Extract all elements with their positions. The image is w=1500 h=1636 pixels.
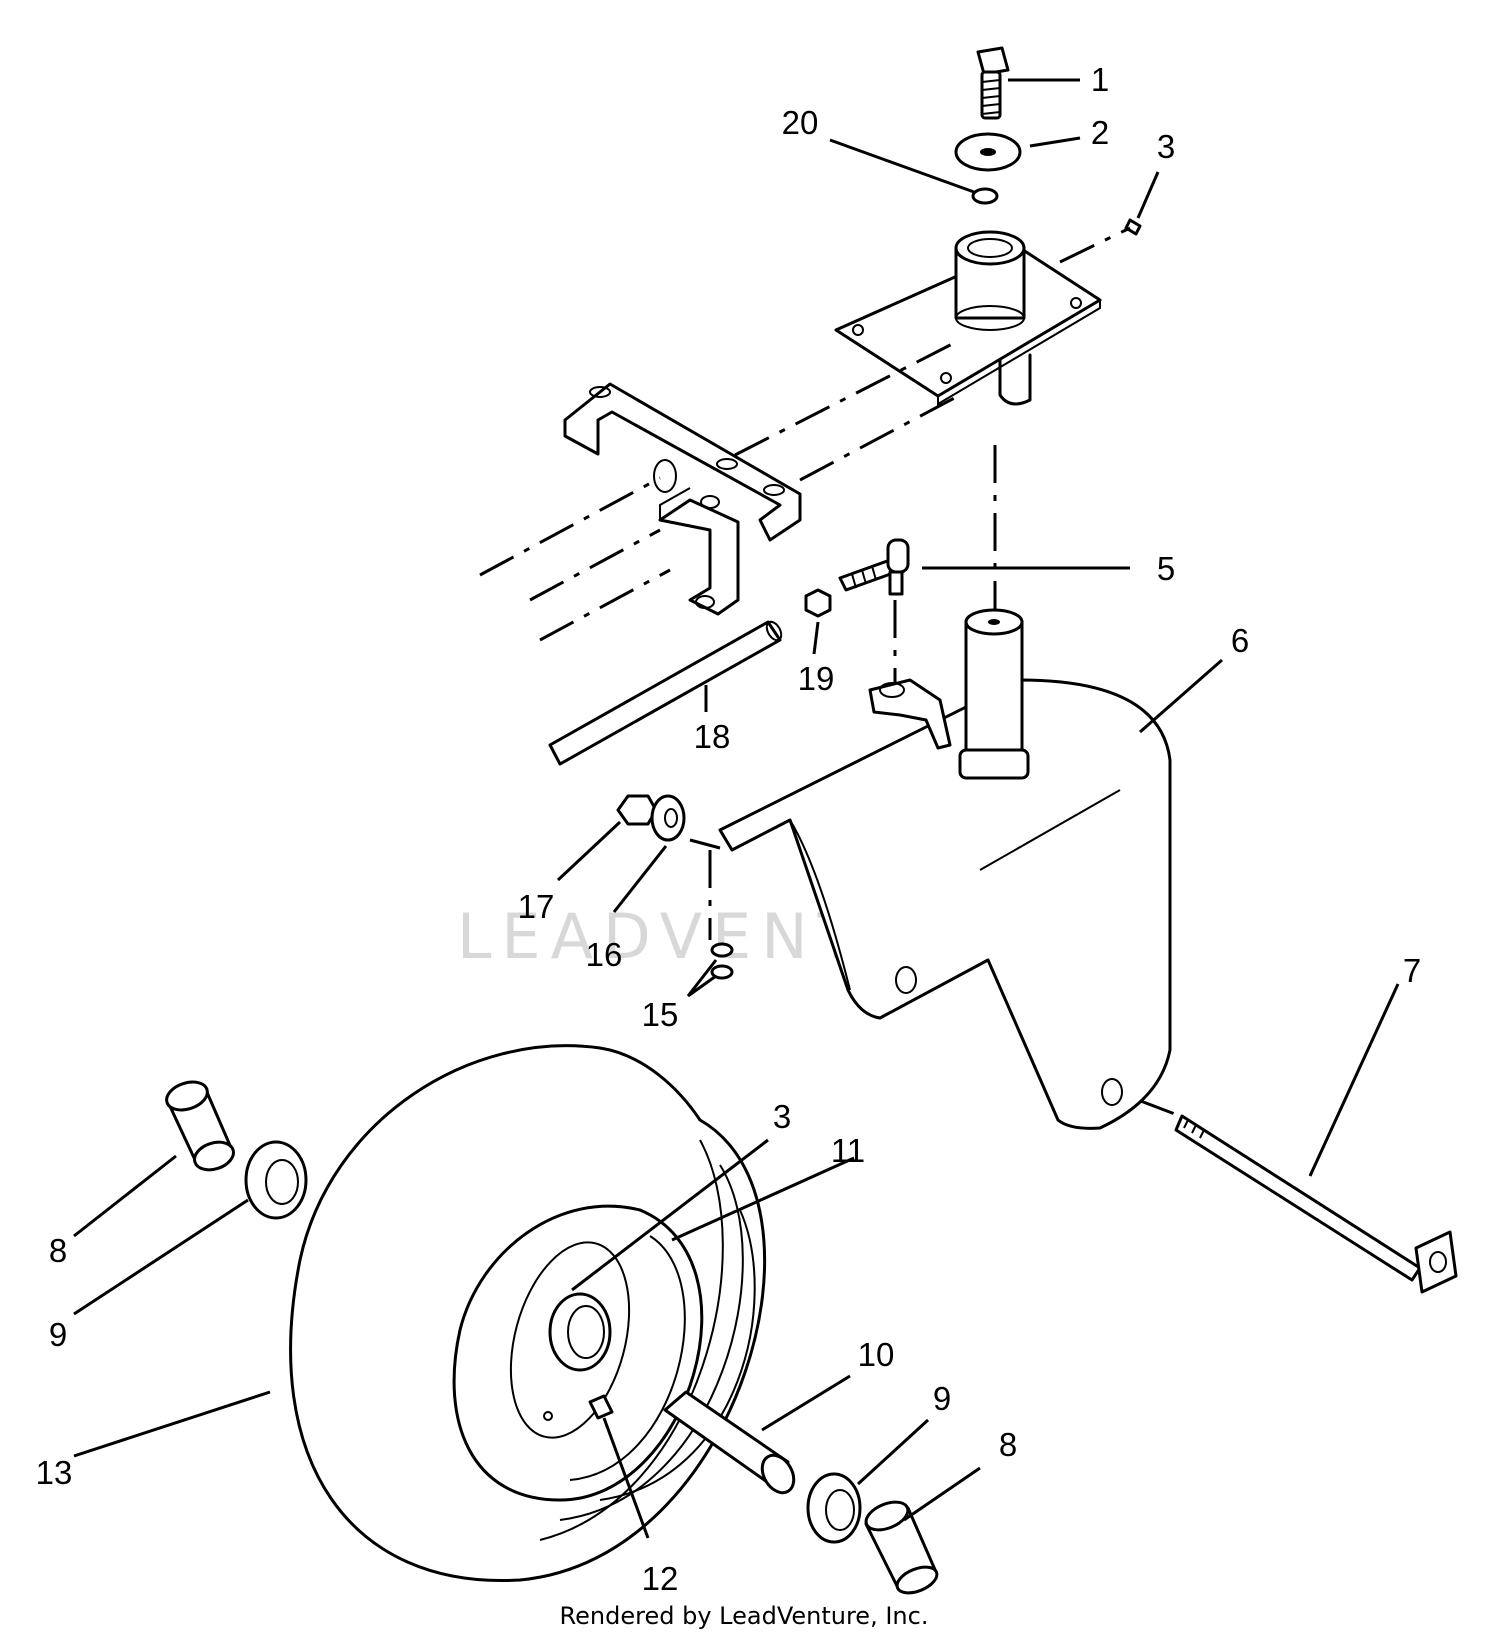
callout-17: 17 <box>518 888 555 925</box>
leader-lines <box>73 78 1400 1539</box>
callouts: 1 2 20 3 5 6 19 18 17 16 15 7 3 11 8 9 1… <box>36 61 1422 1597</box>
callout-12: 12 <box>642 1560 679 1597</box>
part-bolt <box>976 46 1010 120</box>
callout-8-left: 8 <box>49 1232 67 1269</box>
callout-6: 6 <box>1231 622 1249 659</box>
callout-2: 2 <box>1091 114 1109 151</box>
callout-20: 20 <box>782 104 819 141</box>
callout-15: 15 <box>642 996 679 1033</box>
credit-text: Rendered by LeadVenture, Inc. <box>560 1602 929 1630</box>
part-bushing-right <box>806 1472 862 1544</box>
callout-18: 18 <box>694 718 731 755</box>
callout-3-top: 3 <box>1157 128 1175 165</box>
callout-9-left: 9 <box>49 1316 67 1353</box>
part-grease-fitting-top <box>1124 218 1142 236</box>
alignment-lines <box>479 226 1181 1118</box>
part-washer-top <box>954 132 1022 172</box>
part-spacer-left <box>165 1080 235 1172</box>
part-spacer-tube <box>663 1390 796 1495</box>
part-axle-bracket <box>563 382 802 616</box>
callout-13: 13 <box>36 1454 73 1491</box>
part-caster-fork <box>718 608 1172 1130</box>
part-rod <box>548 620 783 766</box>
callout-7: 7 <box>1403 952 1421 989</box>
part-nut-small <box>804 588 832 618</box>
callout-8-right: 8 <box>999 1426 1017 1463</box>
callout-11: 11 <box>831 1132 865 1169</box>
callout-3-wheel: 3 <box>773 1098 791 1135</box>
part-mounting-plate <box>834 230 1102 406</box>
part-ring <box>971 187 999 205</box>
part-wheel <box>289 1044 767 1583</box>
part-washer-16 <box>650 794 686 842</box>
part-bushing-left <box>244 1140 308 1220</box>
callout-16: 16 <box>586 936 623 973</box>
part-zerk <box>838 538 910 596</box>
callout-19: 19 <box>798 660 835 697</box>
callout-5: 5 <box>1157 550 1175 587</box>
part-axle-bolt <box>1174 1114 1458 1294</box>
part-nut-17 <box>616 794 658 826</box>
callout-10: 10 <box>858 1336 895 1373</box>
part-washers-15 <box>710 942 734 980</box>
callout-9-right: 9 <box>933 1380 951 1417</box>
callout-1: 1 <box>1091 61 1109 98</box>
part-spacer-right <box>864 1500 939 1595</box>
